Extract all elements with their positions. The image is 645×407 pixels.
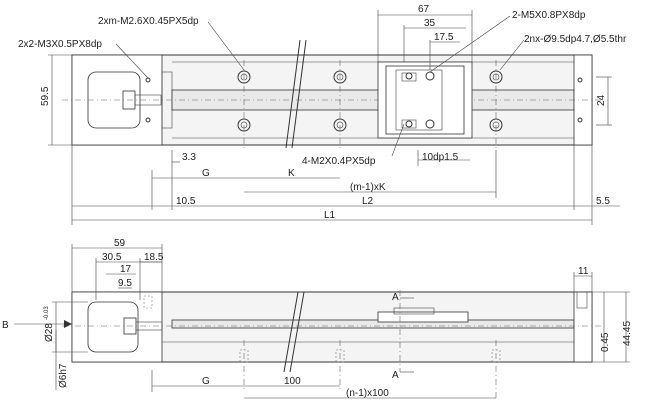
label-top-17-5: 17.5	[434, 32, 454, 43]
side-view: 59 30.5 18.5 17 9.5 11 A A B Ø28 -0.03 Ø…	[2, 238, 633, 400]
label-side-dia-28-tol: -0.03	[44, 306, 50, 320]
label-side-a-top: A	[392, 292, 399, 303]
label-side-18-5: 18.5	[144, 252, 164, 263]
label-top-59-5: 59.5	[40, 86, 51, 106]
top-carriage-plate	[385, 65, 465, 135]
label-side-dia-28: Ø28	[44, 323, 55, 342]
label-side-0-45: 0.45	[600, 332, 611, 352]
label-side-17: 17	[120, 264, 132, 275]
label-side-30-5: 30.5	[102, 252, 122, 263]
side-rail	[171, 319, 575, 329]
side-carriage-top	[393, 307, 435, 315]
label-top-k: K	[288, 168, 295, 179]
label-top-35: 35	[424, 18, 436, 29]
top-shaft	[134, 94, 162, 106]
top-dims	[48, 10, 620, 225]
label-side-9-5: 9.5	[118, 278, 132, 289]
label-side-100: 100	[284, 376, 301, 387]
side-centerlines	[62, 290, 604, 400]
label-top-2nx: 2nx-Ø9.5dp4.7,Ø5.5thr	[524, 34, 627, 45]
label-side-n-100: (n-1)x100	[346, 388, 389, 399]
label-side-dia-6h7: Ø6h7	[58, 363, 69, 388]
label-top-24: 24	[596, 94, 607, 106]
label-top-10-5: 10.5	[176, 196, 196, 207]
side-motor-pocket	[87, 301, 139, 353]
label-top-10dp: 10dp1.5	[422, 152, 459, 163]
side-dims	[14, 244, 630, 399]
label-top-2xm: 2xm-M2.6X0.45PX5dp	[98, 16, 199, 27]
label-side-b: B	[2, 320, 9, 331]
label-top-l2: L2	[362, 196, 374, 207]
label-top-2m5: 2-M5X0.8PX8dp	[512, 10, 586, 21]
top-break-lines	[285, 39, 307, 149]
label-side-59: 59	[114, 238, 126, 249]
side-carriage	[377, 311, 469, 323]
label-top-3-3: 3.3	[182, 152, 196, 163]
top-leaders	[115, 15, 525, 157]
top-carriage-inner	[395, 69, 443, 131]
label-side-g: G	[202, 376, 210, 387]
top-view: 2xm-M2.6X0.45PX5dp 2x2-M3X0.5PX8dp 67 35…	[18, 4, 627, 225]
label-side-a-bottom: A	[392, 370, 399, 381]
side-far-end-tab	[576, 291, 588, 309]
label-top-5-5: 5.5	[596, 196, 610, 207]
label-top-67: 67	[418, 4, 430, 15]
side-break-lines	[283, 291, 305, 373]
label-side-11: 11	[578, 266, 589, 277]
label-top-g: G	[202, 168, 210, 179]
label-top-m-k: (m-1)xK	[350, 182, 386, 193]
top-small-holes	[145, 77, 583, 123]
label-side-44-45: 44.45	[622, 321, 633, 346]
label-top-l1: L1	[324, 210, 336, 221]
label-top-2x2: 2x2-M3X0.5PX8dp	[18, 39, 102, 50]
top-carriage	[377, 61, 473, 139]
label-top-4m2: 4-M2X0.4PX5dp	[302, 156, 376, 167]
top-hole-centerlines	[243, 60, 497, 150]
